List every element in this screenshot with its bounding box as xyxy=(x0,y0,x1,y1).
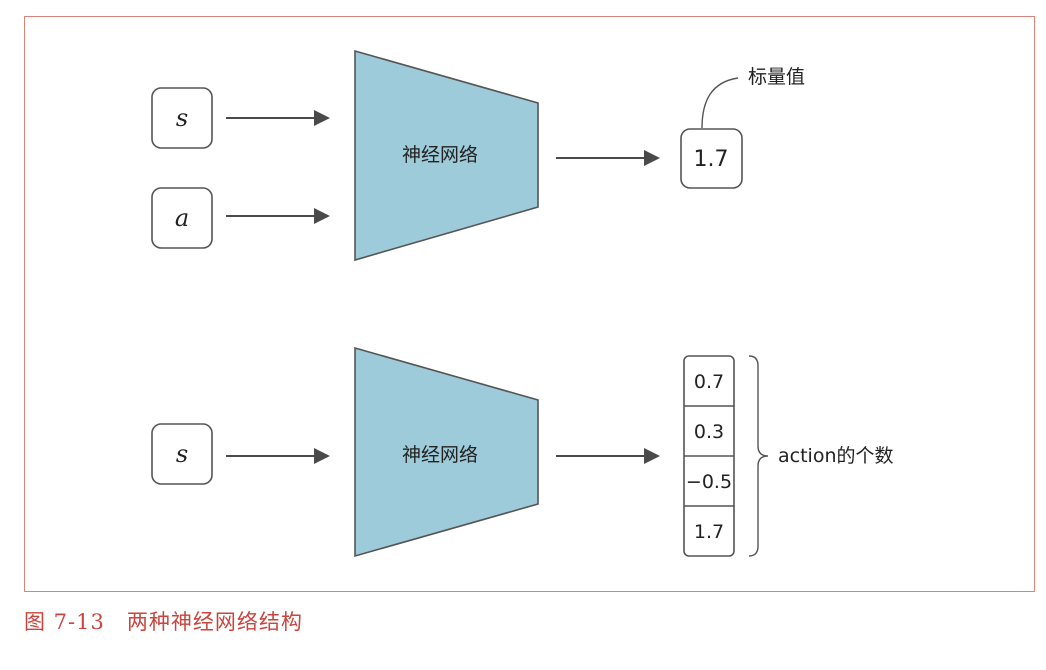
action-count-label: action的个数 xyxy=(778,445,894,467)
top-input-s-label: s xyxy=(176,104,188,132)
top-input-a-label: a xyxy=(175,204,189,232)
bottom-input-s-label: s xyxy=(176,440,188,468)
scalar-callout-line xyxy=(701,77,739,129)
figure-caption: 图 7-13 两种神经网络结构 xyxy=(24,610,303,634)
vector-brace xyxy=(748,355,769,557)
scalar-callout-label: 标量值 xyxy=(748,66,805,88)
bottom-neural-network: 神经网络 xyxy=(354,346,539,558)
top-output-scalar: 1.7 xyxy=(680,128,743,189)
diagram-canvas: s a 神经网络 1.7 标量值 s 神经网络 0.7 0.3 −0.5 1.7… xyxy=(151,49,894,558)
output-vector: 0.7 0.3 −0.5 1.7 xyxy=(683,355,735,557)
vector-cell-4: 1.7 xyxy=(694,521,724,543)
top-input-s: s xyxy=(151,87,213,149)
bottom-network-label: 神经网络 xyxy=(402,444,478,466)
vector-cell-3: −0.5 xyxy=(686,471,732,493)
figure-frame xyxy=(24,16,1035,592)
bottom-input-s: s xyxy=(151,423,213,485)
vector-cell-2: 0.3 xyxy=(694,421,724,443)
top-neural-network: 神经网络 xyxy=(354,49,539,262)
top-input-a: a xyxy=(151,187,213,249)
top-output-value: 1.7 xyxy=(694,147,729,172)
vector-cell-1: 0.7 xyxy=(694,371,724,393)
top-network-label: 神经网络 xyxy=(402,144,478,166)
